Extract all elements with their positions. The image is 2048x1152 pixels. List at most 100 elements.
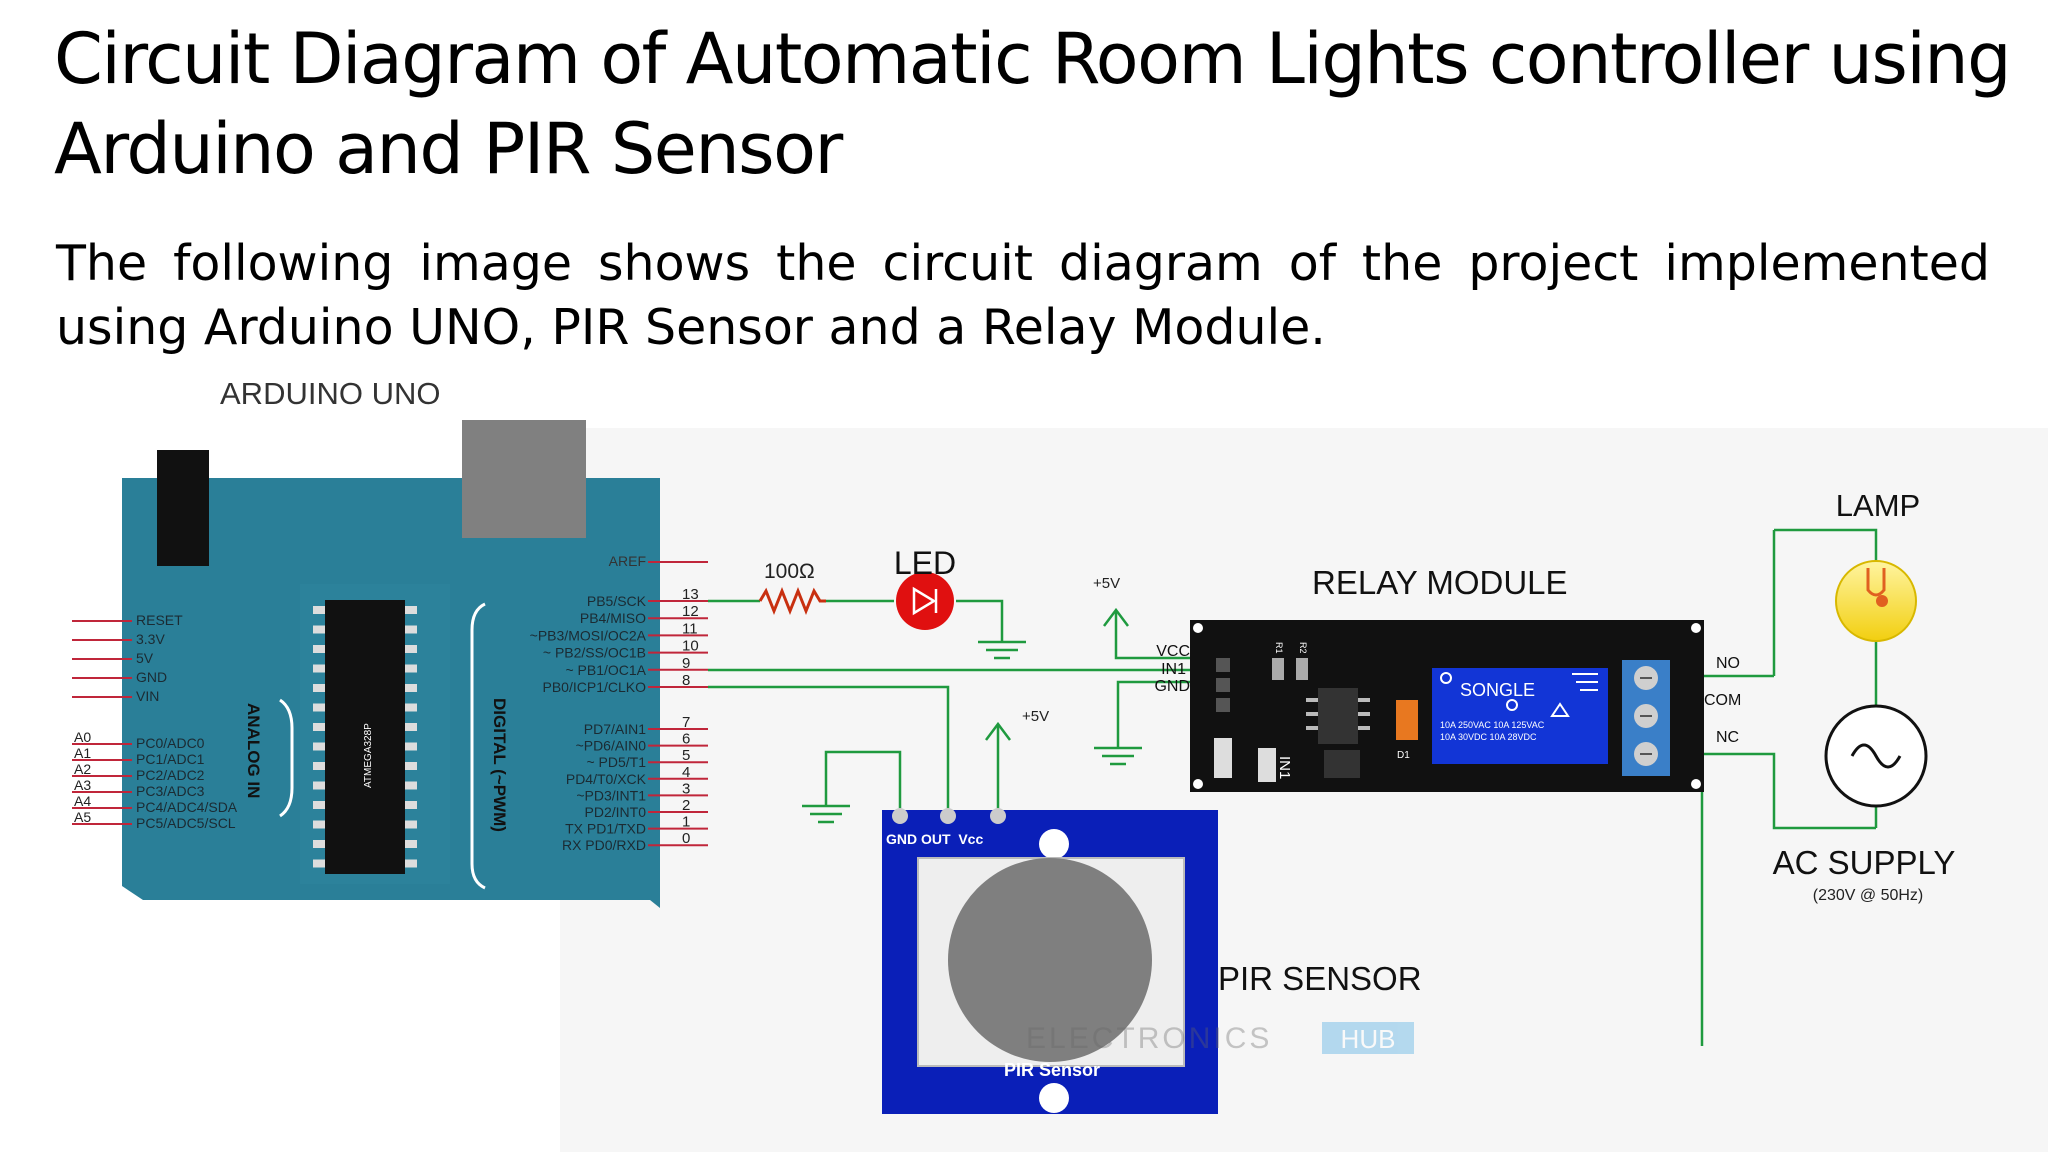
power-pin-label: 5V [136, 650, 154, 666]
relay-r1: R1 [1274, 642, 1284, 654]
usb-port [462, 420, 586, 538]
relay-contact-com: COM [1704, 692, 1741, 709]
relay-cube [1432, 668, 1608, 764]
vplus-arrow-relay [1103, 607, 1129, 627]
digital-pin-number: 11 [682, 620, 698, 637]
digital-pin-number: 1 [682, 814, 690, 831]
chip-pin [313, 723, 325, 731]
analog-pin-label: PC3/ADC3 [136, 783, 205, 799]
chip-pin [405, 606, 417, 614]
relay-rating-1: 10A 250VAC 10A 125VAC [1440, 720, 1545, 730]
analog-pin-ext-label: A2 [74, 761, 91, 777]
chip-pin [405, 840, 417, 848]
ground-symbol-relay [1094, 746, 1142, 766]
relay-brand: SONGLE [1460, 680, 1535, 700]
digital-pin-number: 4 [682, 764, 690, 781]
digital-pin-label: RX PD0/RXD [562, 837, 646, 853]
chip-pin [313, 762, 325, 770]
resistor [758, 586, 826, 616]
watermark-text: ELECTRONICS [1026, 1022, 1272, 1055]
digital-pin-number: 5 [682, 747, 690, 764]
relay-contact-no: NO [1716, 655, 1740, 672]
digital-pin-label: ~PD6/AIN0 [576, 738, 647, 754]
chip-pin [313, 664, 325, 673]
power-pin-label: 3.3V [136, 631, 165, 647]
chip-pin [313, 684, 325, 692]
chip-label: ATMEGA328P [363, 723, 374, 788]
relay-board [1190, 620, 1704, 792]
ac-supply-label: AC SUPPLY [1773, 844, 1956, 881]
chip-pin [313, 801, 325, 809]
digital-pin-label: ~ PB1/OC1A [565, 662, 646, 678]
analog-pin-label: PC4/ADC4/SDA [136, 799, 238, 815]
chip-pin [405, 742, 417, 751]
digital-pin-number: 3 [682, 780, 690, 797]
relay-r2: R2 [1298, 642, 1308, 654]
digital-pin-label: ~ PB2/SS/OC1B [543, 645, 646, 661]
vplus-pir-label: +5V [1022, 708, 1049, 725]
chip-pin [313, 859, 325, 868]
chip-pin [405, 684, 417, 692]
relay-pin-vcc: VCC [1156, 643, 1190, 660]
aref-label: AREF [609, 553, 646, 569]
resistor-label: 100Ω [764, 560, 815, 583]
led [896, 572, 954, 630]
chip-pin [313, 703, 325, 712]
relay-d1: D1 [1397, 750, 1410, 761]
analog-pin-label: PC5/ADC5/SCL [136, 815, 236, 831]
chip-pin [405, 723, 417, 731]
digital-pin-label: ~ PD5/T1 [586, 754, 646, 770]
lamp [1835, 560, 1917, 642]
power-pin-label: GND [136, 669, 167, 685]
digital-pin-number: 13 [682, 586, 699, 603]
digital-pin-label: ~PB3/MOSI/OC2A [530, 627, 647, 643]
pir-sensor-label: PIR SENSOR [1218, 960, 1422, 997]
chip-pin [313, 820, 325, 829]
digital-pin-number: 8 [682, 672, 690, 689]
digital-pin-label: PD7/AIN1 [584, 721, 646, 737]
arduino-board: ATMEGA328P ANALOG IN DIGITAL (~PWM) [122, 420, 660, 908]
ground-symbol-led [978, 640, 1026, 660]
digital-pin-number: 6 [682, 731, 690, 748]
chip-pin [313, 645, 325, 653]
relay-in1-board: IN1 [1276, 756, 1293, 779]
digital-pin-label: PD2/INT0 [585, 804, 647, 820]
chip-pin [313, 742, 325, 751]
chip-pin [313, 781, 325, 790]
analog-in-label: ANALOG IN [244, 703, 263, 798]
relay-rating-2: 10A 30VDC 10A 28VDC [1440, 732, 1537, 742]
chip-pin [405, 645, 417, 653]
relay-contact-nc: NC [1716, 729, 1739, 746]
led-label: LED [894, 545, 956, 581]
digital-pin-label: PB5/SCK [587, 593, 647, 609]
digital-pin-label: PD4/T0/XCK [566, 771, 647, 787]
chip-pin [313, 840, 325, 848]
analog-pin-ext-label: A5 [74, 809, 91, 825]
vplus-relay-label: +5V [1093, 575, 1120, 592]
chip-pins [313, 606, 417, 868]
ac-supply-spec: (230V @ 50Hz) [1813, 887, 1924, 904]
chip-pin [405, 703, 417, 712]
chip-pin [405, 781, 417, 790]
lamp-label: LAMP [1836, 488, 1920, 523]
ground-symbol-pir [802, 804, 850, 824]
pir-board [882, 808, 1218, 1114]
analog-pin-ext-label: A3 [74, 777, 91, 793]
digital-pin-label: PB4/MISO [580, 610, 646, 626]
relay-pin-in1: IN1 [1161, 661, 1186, 678]
chip-pin [405, 762, 417, 770]
digital-pin-number: 9 [682, 655, 690, 672]
chip-pin [405, 625, 417, 634]
digital-pwm-label: DIGITAL (~PWM) [490, 698, 509, 832]
digital-pin-label: TX PD1/TXD [565, 821, 646, 837]
analog-pin-ext-label: A0 [74, 729, 91, 745]
relay-pin-gnd: GND [1154, 678, 1190, 695]
chip-pin [313, 625, 325, 634]
digital-pin-label: PB0/ICP1/CLKO [543, 679, 647, 695]
chip-pin [405, 664, 417, 673]
slide-body-text: The following image shows the circuit di… [56, 235, 1990, 356]
digital-pin-number: 7 [682, 714, 690, 731]
